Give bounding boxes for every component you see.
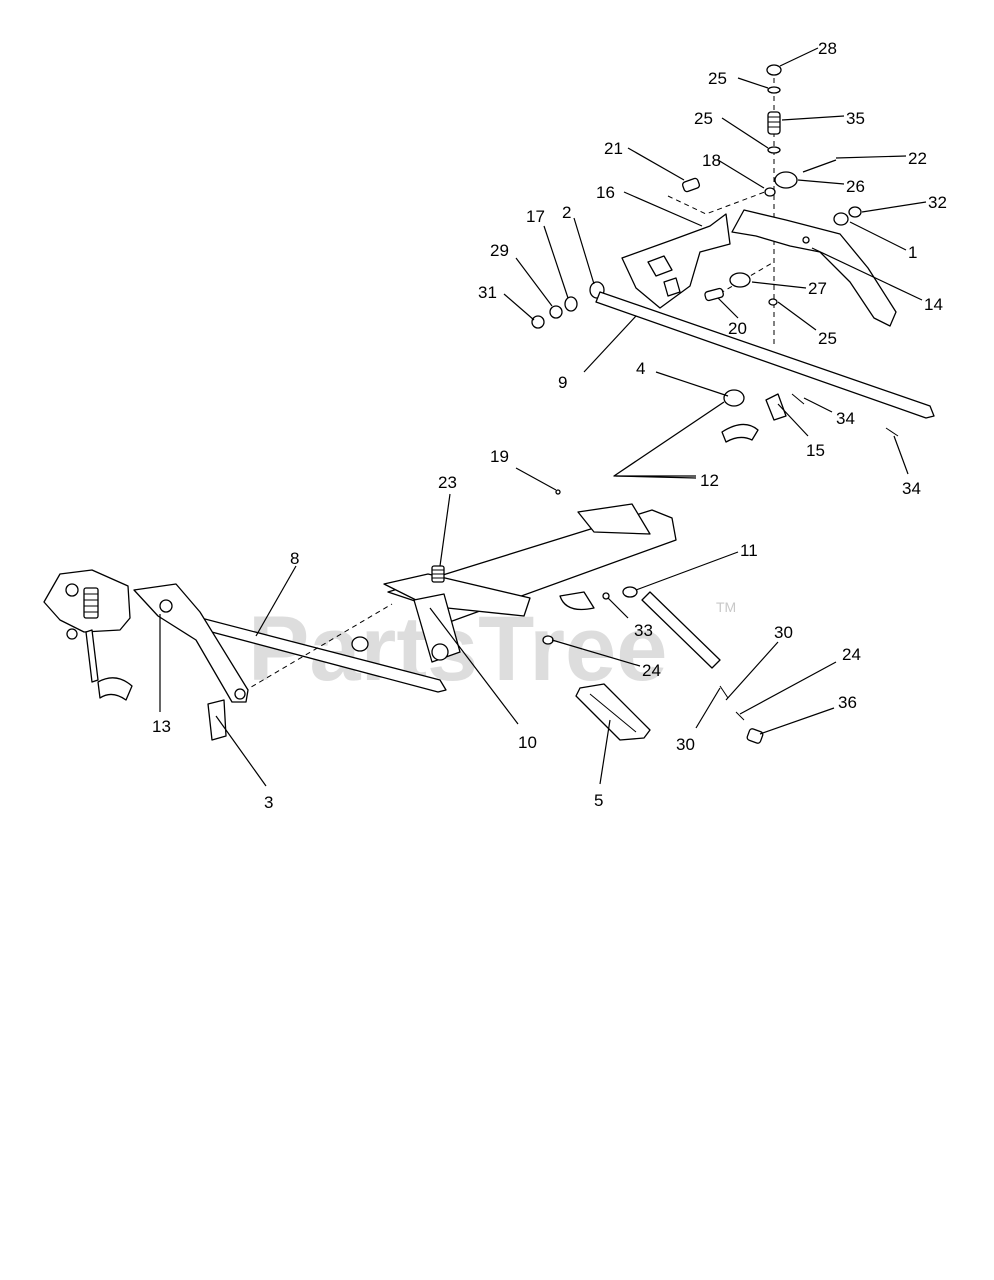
part-10-tab[interactable] (413, 593, 461, 663)
part-14-hole (802, 236, 810, 244)
callout-2[interactable]: 2 (562, 203, 571, 222)
callout-25[interactable]: 25 (694, 109, 713, 128)
part-25-washer-top[interactable] (767, 86, 781, 94)
part-16-slot (647, 255, 673, 277)
callout-26[interactable]: 26 (846, 177, 865, 196)
callout-13[interactable]: 13 (152, 717, 171, 736)
part-16-plate[interactable] (621, 213, 731, 309)
watermark-tm: TM (716, 599, 736, 615)
callout-31[interactable]: 31 (478, 283, 497, 302)
callout-21[interactable]: 21 (604, 139, 623, 158)
callout-4[interactable]: 4 (636, 359, 645, 378)
part-15-bracket[interactable] (765, 393, 787, 421)
part-9-rod[interactable] (595, 291, 935, 419)
callout-18[interactable]: 18 (702, 151, 721, 170)
part-18-bushing[interactable] (764, 187, 776, 197)
part-23-spring[interactable] (431, 565, 445, 583)
part-22-bolt[interactable] (802, 159, 837, 173)
part-10-upper-pad[interactable] (577, 503, 651, 535)
callout-29[interactable]: 29 (490, 241, 509, 260)
part-24-clip-b[interactable] (735, 711, 745, 721)
part-25-washer-mid[interactable] (767, 146, 781, 154)
callout-30[interactable]: 30 (774, 623, 793, 642)
callout-10[interactable]: 10 (518, 733, 537, 752)
callout-15[interactable]: 15 (806, 441, 825, 460)
callout-24[interactable]: 24 (642, 661, 661, 680)
part-26-washer[interactable] (774, 171, 798, 189)
callout-5[interactable]: 5 (594, 791, 603, 810)
assembly-axis-line-2 (667, 189, 771, 215)
callout-9[interactable]: 9 (558, 373, 567, 392)
part-1-nut[interactable] (833, 212, 849, 226)
part-13-arm[interactable] (133, 583, 249, 703)
part-14-bracket[interactable] (731, 209, 897, 327)
callout-36[interactable]: 36 (838, 693, 857, 712)
callout-27[interactable]: 27 (808, 279, 827, 298)
callout-14[interactable]: 14 (924, 295, 943, 314)
transmission-assembly[interactable] (43, 569, 133, 701)
part-24-clip-a[interactable] (542, 635, 554, 645)
callout-12[interactable]: 12 (700, 471, 719, 490)
part-28-cap[interactable] (766, 64, 782, 76)
callout-33[interactable]: 33 (634, 621, 653, 640)
part-35-spring[interactable] (767, 111, 781, 135)
callout-16[interactable]: 16 (596, 183, 615, 202)
part-16-slot-2 (663, 277, 681, 297)
part-36-spring[interactable] (746, 728, 764, 744)
part-15-clamp-lower[interactable] (721, 423, 759, 443)
part-10-pin (351, 636, 369, 652)
part-32-nut[interactable] (848, 206, 862, 218)
part-34-pin-a[interactable] (791, 393, 805, 405)
callout-25[interactable]: 25 (708, 69, 727, 88)
callout-24[interactable]: 24 (842, 645, 861, 664)
part-10-boss (431, 643, 449, 661)
part-8-axis-line (235, 603, 393, 697)
part-25-clip[interactable] (768, 298, 778, 306)
callout-28[interactable]: 28 (818, 39, 837, 58)
part-3-clip[interactable] (207, 699, 227, 741)
part-11-end (622, 586, 638, 598)
callout-3[interactable]: 3 (264, 793, 273, 812)
callouts: 28 25 35 25 21 18 22 26 16 32 17 2 1 29 … (152, 39, 947, 812)
callout-32[interactable]: 32 (928, 193, 947, 212)
callout-30[interactable]: 30 (676, 735, 695, 754)
part-10-flange (559, 591, 595, 611)
callout-1[interactable]: 1 (908, 243, 917, 262)
part-4-rod-end[interactable] (723, 389, 745, 407)
callout-19[interactable]: 19 (490, 447, 509, 466)
part-12-rod[interactable] (613, 401, 725, 477)
callout-17[interactable]: 17 (526, 207, 545, 226)
callout-20[interactable]: 20 (728, 319, 747, 338)
part-30-pin[interactable] (719, 685, 729, 699)
callout-25[interactable]: 25 (818, 329, 837, 348)
part-5-rib (589, 693, 637, 733)
callout-22[interactable]: 22 (908, 149, 927, 168)
leader-lines (159, 47, 927, 787)
callout-34[interactable]: 34 (836, 409, 855, 428)
callout-11[interactable]: 11 (740, 541, 758, 560)
part-19-pin[interactable] (555, 489, 561, 495)
part-29-washer[interactable] (549, 305, 563, 319)
part-33-pin[interactable] (602, 592, 610, 600)
part-13-pivot (159, 599, 173, 613)
callout-34[interactable]: 34 (902, 479, 921, 498)
callout-23[interactable]: 23 (438, 473, 457, 492)
callout-8[interactable]: 8 (290, 549, 299, 568)
callout-35[interactable]: 35 (846, 109, 865, 128)
part-31-nut[interactable] (531, 315, 545, 329)
part-17-spacer[interactable] (564, 296, 578, 312)
part-11-rod[interactable] (641, 591, 721, 669)
part-34-pin-b[interactable] (885, 427, 899, 437)
part-27-washer[interactable] (729, 272, 751, 288)
part-13-end (234, 688, 246, 700)
part-21-pin[interactable] (681, 177, 701, 193)
part-20-pin[interactable] (704, 287, 724, 302)
